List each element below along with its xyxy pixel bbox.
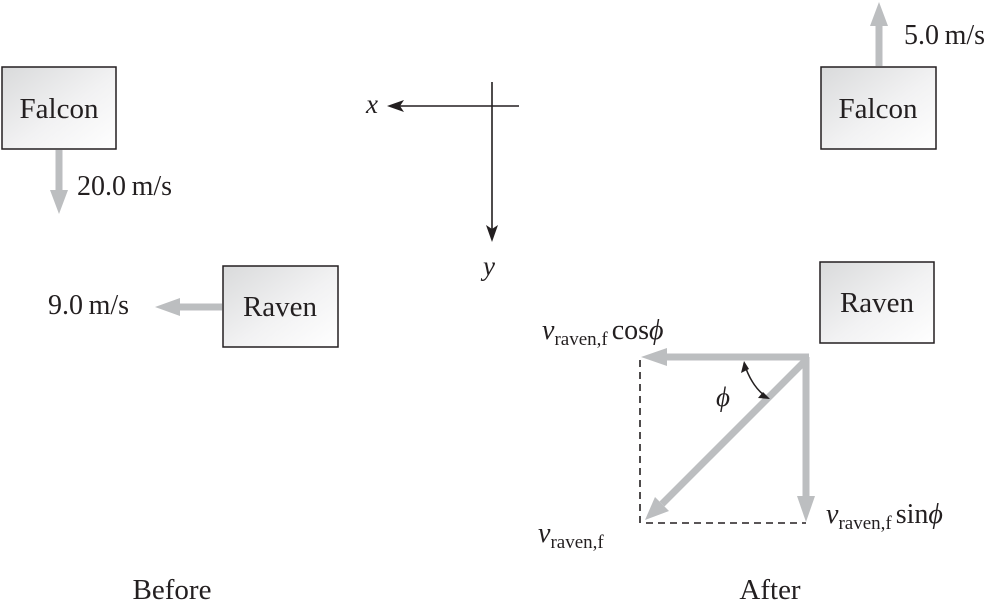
- after-falcon-label: Falcon: [839, 93, 918, 125]
- after-falcon-velocity-arrow: [870, 2, 888, 66]
- x-axis-label: x: [365, 89, 378, 119]
- before-raven-speed: 9.0 m/s: [48, 290, 129, 321]
- after-falcon-box: [820, 66, 937, 150]
- before-raven-block: Raven: [222, 265, 339, 348]
- after-raven-block: Raven: [819, 261, 935, 344]
- before-raven-label: Raven: [243, 291, 318, 323]
- y-component-arrow: [797, 357, 815, 522]
- angle-arc: [741, 361, 770, 399]
- x-component-arrow: [641, 348, 809, 366]
- resultant-label: vraven,f: [538, 518, 604, 553]
- after-raven-label: Raven: [840, 287, 915, 319]
- before-falcon-label: Falcon: [20, 93, 99, 125]
- before-falcon-velocity-arrow: [50, 150, 68, 214]
- after-panel: 5.0 m/s Falcon Raven: [538, 2, 985, 606]
- after-raven-box: [819, 261, 935, 344]
- after-falcon-block: Falcon: [820, 66, 937, 150]
- angle-label: ϕ: [716, 382, 730, 412]
- after-falcon-speed: 5.0 m/s: [904, 20, 985, 51]
- y-axis-arrowhead: [486, 225, 498, 242]
- x-axis-arrowhead: [387, 100, 404, 112]
- before-falcon-box: [1, 66, 117, 150]
- before-raven-box: [222, 265, 339, 348]
- resultant-velocity-arrow: [645, 357, 809, 520]
- after-caption: After: [739, 574, 801, 606]
- coordinate-axes: x y: [365, 82, 519, 281]
- before-caption: Before: [133, 574, 212, 606]
- before-panel: Falcon 20.0 m/s Raven 9.0 m/s Before: [1, 66, 339, 606]
- before-falcon-block: Falcon: [1, 66, 117, 150]
- before-falcon-speed: 20.0 m/s: [77, 171, 172, 202]
- y-axis-label: y: [480, 251, 495, 281]
- before-raven-velocity-arrow: [155, 298, 222, 316]
